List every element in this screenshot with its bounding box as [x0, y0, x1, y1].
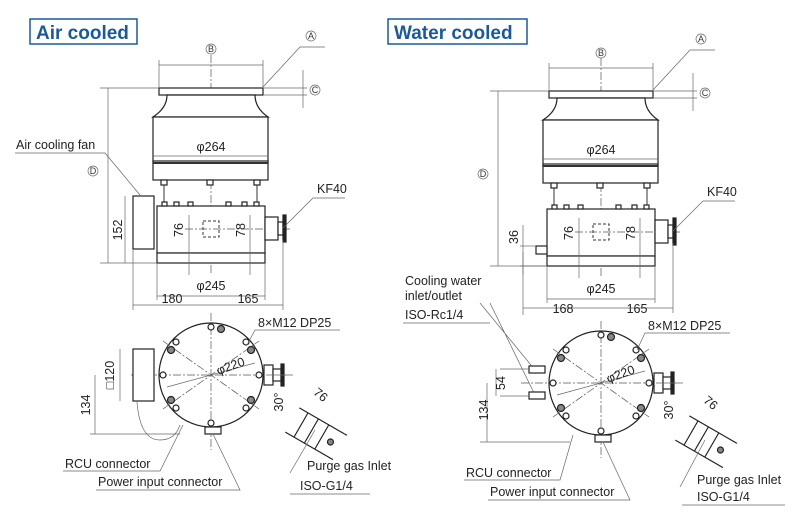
- dim-30deg: 30°: [662, 401, 676, 420]
- marker-c: C: [312, 85, 319, 95]
- label-purge-thread: ISO-G1/4: [697, 490, 750, 504]
- label-bolts: 8×M12 DP25: [648, 319, 721, 333]
- air-cooling-fan: [132, 195, 155, 250]
- dim-165: 165: [238, 292, 259, 306]
- label-purge-gas: Purge gas Inlet: [697, 473, 782, 487]
- air-cooled-title-box: [29, 18, 138, 45]
- marker-b: B: [598, 48, 604, 58]
- label-air-cooling-fan: Air cooling fan: [16, 138, 95, 152]
- marker-b: B: [208, 44, 214, 54]
- air-side-view: [99, 46, 346, 311]
- dim-phi264: φ264: [587, 143, 616, 157]
- dim-76: 76: [172, 223, 186, 237]
- water-cooled-title-box: [387, 18, 528, 45]
- label-cooling-water: Cooling water: [405, 274, 481, 288]
- dim-36: 36: [507, 230, 521, 244]
- dim-134: 134: [79, 395, 93, 416]
- label-inlet-outlet: inlet/outlet: [405, 289, 463, 303]
- dim-phi245: φ245: [197, 279, 226, 293]
- label-bolts: 8×M12 DP25: [258, 316, 331, 330]
- dim-76-purge: 76: [701, 393, 721, 413]
- label-rcu-connector: RCU connector: [65, 457, 150, 471]
- dim-180: 180: [162, 292, 183, 306]
- marker-c: C: [702, 88, 709, 98]
- dim-76-purge: 76: [311, 385, 331, 405]
- water-cooled-title: Water cooled: [394, 23, 513, 44]
- water-side-view: [489, 49, 736, 314]
- air-cooled-title: Air cooled: [36, 23, 129, 44]
- air-cooled-panel: Air cooled B A C D φ264 Air cooling fan …: [15, 18, 392, 495]
- marker-d: D: [480, 169, 487, 179]
- dim-phi245: φ245: [587, 282, 616, 296]
- dim-78: 78: [624, 226, 638, 240]
- water-cooled-panel: Water cooled B A C D φ264 KF40 36 76 78 …: [387, 18, 785, 506]
- label-rcu-connector: RCU connector: [466, 466, 551, 480]
- dim-sq120: □120: [103, 361, 117, 389]
- dim-54: 54: [494, 376, 508, 390]
- dim-phi264: φ264: [197, 140, 226, 154]
- label-cooling-thread: ISO-Rc1/4: [405, 308, 463, 322]
- dim-134: 134: [477, 400, 491, 421]
- water-bottom-view: [520, 320, 738, 469]
- dim-76: 76: [562, 226, 576, 240]
- label-power-input: Power input connector: [98, 475, 222, 489]
- dim-152: 152: [111, 220, 125, 241]
- label-power-input: Power input connector: [490, 485, 614, 499]
- label-purge-gas: Purge gas Inlet: [307, 459, 392, 473]
- dim-168: 168: [553, 302, 574, 316]
- air-fan-bottom: [132, 348, 155, 402]
- label-kf40: KF40: [707, 185, 737, 199]
- dim-165: 165: [627, 302, 648, 316]
- marker-a: A: [698, 34, 704, 44]
- label-purge-thread: ISO-G1/4: [300, 479, 353, 493]
- dim-30deg: 30°: [272, 393, 286, 412]
- cooling-water-port: [535, 245, 548, 255]
- air-bottom-view: [130, 312, 348, 461]
- marker-a: A: [308, 31, 314, 41]
- dim-78: 78: [234, 223, 248, 237]
- label-kf40: KF40: [317, 182, 347, 196]
- marker-d: D: [90, 166, 97, 176]
